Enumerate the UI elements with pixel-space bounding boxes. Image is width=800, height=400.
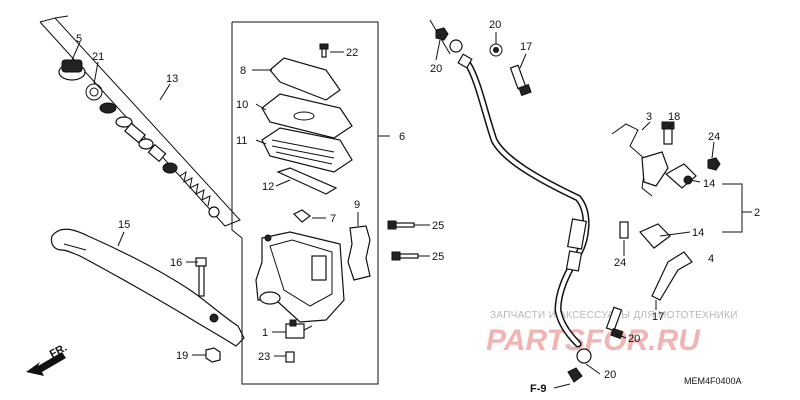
watermark-brand: PARTSFOR.RU [486, 324, 701, 357]
snap-ring [85, 83, 103, 101]
callout-5: 5 [76, 33, 82, 45]
master-cylinder-body [255, 231, 345, 323]
reservoir-plate [261, 93, 353, 139]
piston-assembly [99, 102, 178, 174]
callout-13: 13 [166, 73, 178, 85]
reservoir-diaphragm [261, 127, 353, 173]
callout-4: 4 [708, 253, 714, 265]
cylinder-holder [347, 225, 371, 281]
callout-3: 3 [646, 111, 652, 123]
switch-screw [285, 351, 295, 363]
reservoir-cap [269, 57, 341, 101]
brake-light-switch [285, 319, 313, 339]
callout-labels: 5 21 13 8 10 11 12 22 7 9 6 25 25 1 23 1… [76, 19, 760, 381]
callout-12: 12 [262, 181, 274, 193]
callout-10: 10 [236, 99, 248, 111]
callout-19: 19 [176, 350, 188, 362]
figure-reference: F-9 [530, 383, 571, 395]
callout-8: 8 [240, 65, 246, 77]
callout-7: 7 [330, 213, 336, 225]
piston-spring [179, 170, 220, 218]
callout-24-b: 24 [614, 257, 626, 269]
callout-17-a: 17 [520, 41, 532, 53]
hose-bracket [651, 251, 693, 301]
figure-ref-text: F-9 [530, 383, 547, 395]
hose-clamp-lower [639, 223, 671, 249]
retaining-clip [292, 209, 311, 223]
sealing-washer-upper-right [489, 43, 503, 57]
callout-14-a: 14 [703, 178, 715, 190]
piston-kit-group [39, 15, 241, 227]
callout-11: 11 [236, 135, 247, 147]
front-direction-arrow: FR. [26, 342, 69, 376]
callout-9: 9 [354, 199, 360, 211]
callout-20-c: 20 [628, 333, 640, 345]
callout-16: 16 [170, 257, 182, 269]
callout-6: 6 [399, 131, 405, 143]
callout-17-b: 17 [652, 311, 664, 323]
brake-lever [50, 228, 245, 347]
pivot-nut [205, 347, 221, 363]
piston-boot-cap [58, 59, 86, 81]
master-cylinder-group [231, 21, 390, 385]
callout-15: 15 [118, 219, 130, 231]
holder-bolt-upper [387, 220, 415, 230]
oil-bolt-upper [509, 64, 532, 97]
callout-21: 21 [92, 51, 104, 63]
cap-screw [319, 43, 329, 58]
callout-bracket-2 [722, 183, 752, 233]
brake-hose [429, 19, 590, 348]
callout-24-a: 24 [708, 131, 720, 143]
leader-lines [71, 32, 715, 375]
callout-20-d: 20 [604, 369, 616, 381]
diagram-code: MEM4F0400A [684, 376, 742, 386]
banjo-fitting-lower [567, 348, 592, 383]
callout-18: 18 [668, 111, 680, 123]
sealing-washer-upper-left [435, 27, 449, 41]
callout-14-b: 14 [692, 227, 704, 239]
callout-20-a: 20 [430, 63, 442, 75]
callout-2: 2 [754, 207, 760, 219]
callout-22: 22 [346, 47, 358, 59]
float-plate [276, 167, 338, 195]
pivot-bolt [195, 257, 207, 297]
callout-25-upper: 25 [432, 220, 444, 232]
callout-23: 23 [258, 351, 270, 363]
banjo-fitting-upper [449, 39, 473, 69]
clamp-bolt-upper [707, 157, 721, 171]
holder-bolt-lower [391, 251, 419, 261]
callout-20-b: 20 [489, 19, 501, 31]
clamp-bolt-lower [619, 221, 629, 239]
callout-1: 1 [262, 327, 268, 339]
hose-clamp-upper [664, 163, 697, 189]
callout-25-lower: 25 [432, 251, 444, 263]
hose-guide [611, 123, 669, 197]
guide-bolt [661, 121, 675, 145]
